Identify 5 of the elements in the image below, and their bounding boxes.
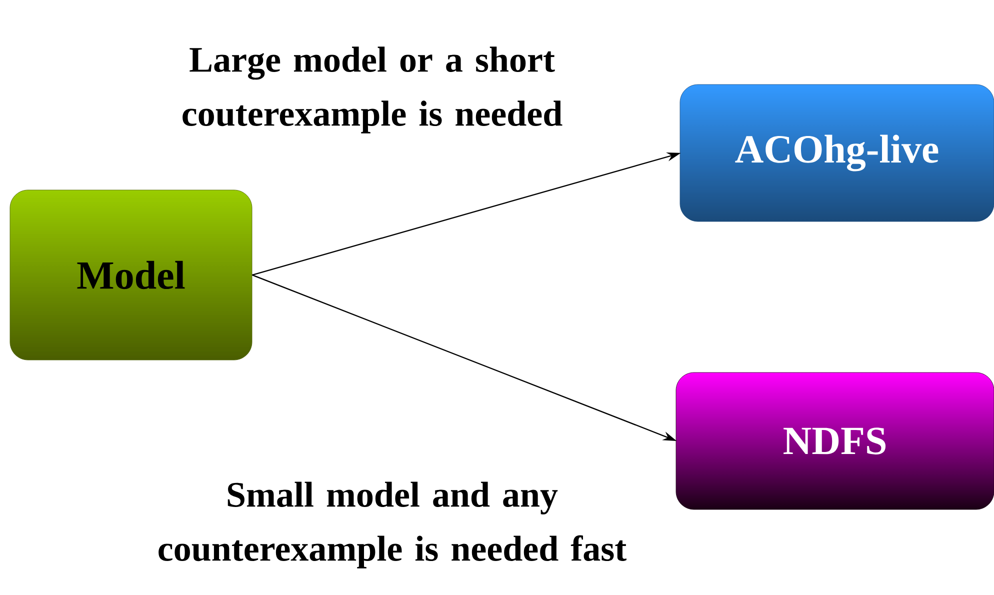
edge-label: Small model and any counterexample is needed fast (158, 482, 626, 568)
process-box: Model (10, 190, 252, 360)
edge-label: Large model or a short couterexample is needed (182, 46, 562, 134)
process-box: NDFS (676, 372, 994, 510)
process-box: ACOhg-live (680, 84, 994, 222)
